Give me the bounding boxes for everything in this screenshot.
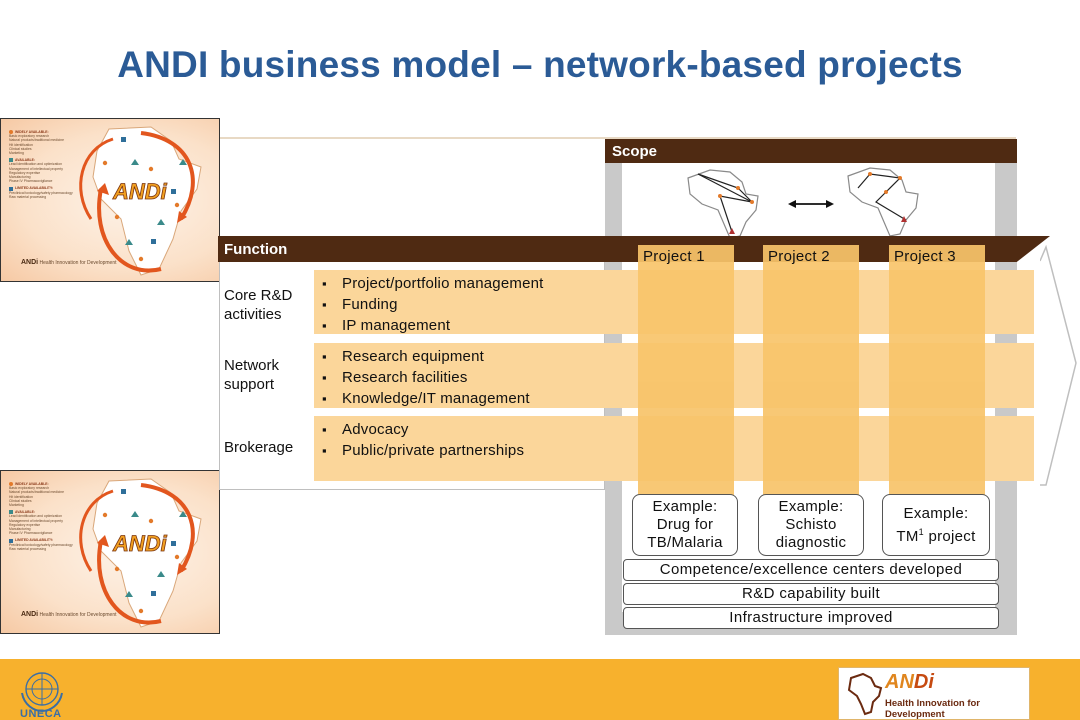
double-arrow-icon (788, 200, 834, 208)
outcome-box-infrastructure: Infrastructure improved (623, 607, 999, 629)
slide-title: ANDI business model – network-based proj… (117, 44, 963, 85)
africa-map-graphic: ANDi (79, 126, 202, 276)
thumbnail-logo: ANDi Health Innovation for Development (21, 611, 117, 618)
top-divider (218, 137, 1016, 139)
project-label-2: Project 2 (768, 248, 830, 265)
project-column-2 (763, 245, 859, 509)
thumbnail-brand: ANDi (112, 179, 168, 204)
project-label-3: Project 3 (894, 248, 956, 265)
list-item: Research equipment (322, 346, 1034, 367)
list-item: Public/private partnerships (322, 440, 1034, 461)
function-arrow-outline (1040, 245, 1077, 486)
africa-map-thumbnail-bottom: ANDi WIDELY AVAILABLE: Basic exploratory… (0, 470, 220, 634)
thumbnail-legend: WIDELY AVAILABLE: Basic exploratory rese… (9, 482, 73, 551)
africa-map-right (847, 167, 919, 237)
andi-logo-name: ANDi (885, 671, 934, 693)
scope-header: Scope (605, 139, 1017, 163)
example-box-3: Example:TM1 project (882, 494, 990, 556)
thumbnail-legend: WIDELY AVAILABLE: Basic exploratory rese… (9, 130, 73, 199)
un-label: UNECA (20, 708, 62, 720)
list-item: Advocacy (322, 419, 1034, 440)
list-item: IP management (322, 315, 1034, 336)
thumbnail-brand: ANDi (112, 531, 168, 556)
project-column-1 (638, 245, 734, 509)
thumbnail-logo: ANDi Health Innovation for Development (21, 259, 117, 266)
outcome-box-rd-capability: R&D capability built (623, 583, 999, 605)
africa-outline-icon (847, 672, 883, 716)
list-item: Funding (322, 294, 1034, 315)
list-item: Project/portfolio management (322, 273, 1034, 294)
list-item: Knowledge/IT management (322, 388, 1034, 409)
project-label-1: Project 1 (643, 248, 705, 265)
africa-map-thumbnail-top: ANDi WIDELY AVAILABLE: Basic exploratory… (0, 118, 220, 282)
example-box-1: Example: Drug for TB/Malaria (632, 494, 738, 556)
andi-logo: ANDi Health Innovation for Development (838, 667, 1030, 720)
un-emblem-icon (21, 672, 63, 713)
list-item: Research facilities (322, 367, 1034, 388)
andi-logo-tagline: Health Innovation for Development (885, 698, 980, 720)
project-column-3 (889, 245, 985, 509)
example-box-2: Example: Schisto diagnostic (758, 494, 864, 556)
row-label-brokerage: Brokerage (224, 439, 294, 456)
africa-map-left (687, 169, 759, 239)
africa-map-graphic: ANDi (79, 478, 202, 628)
row-label-network-support: Network support (224, 357, 280, 393)
scope-maps-graphic (687, 167, 919, 239)
outcome-box-competence: Competence/excellence centers developed (623, 559, 999, 581)
row-label-core-rd: Core R&D activities (224, 287, 293, 323)
